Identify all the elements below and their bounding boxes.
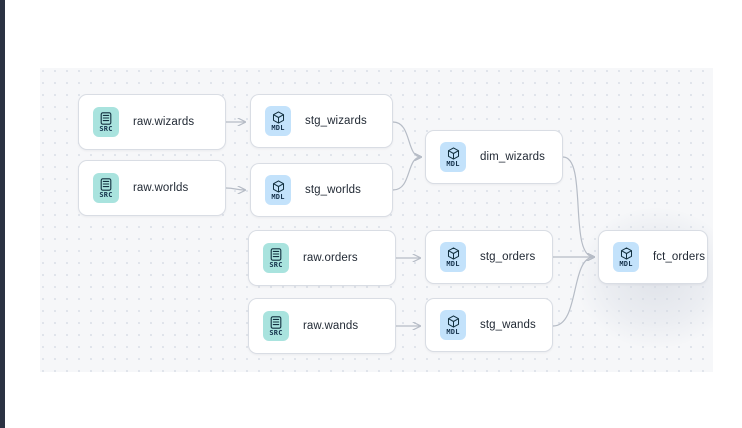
edge-stg-worlds-dim-wizards (392, 157, 421, 191)
node-label: raw.wizards (133, 116, 195, 128)
database-icon: SRC (93, 107, 119, 137)
badge-label: MDL (446, 327, 460, 336)
node-raw-worlds[interactable]: SRC raw.worlds (78, 160, 226, 216)
node-label: stg_wizards (305, 115, 367, 127)
node-stg-wizards[interactable]: MDL stg_wizards (250, 94, 393, 148)
badge-label: SRC (99, 124, 113, 133)
badge-label: MDL (271, 123, 285, 132)
node-raw-wizards[interactable]: SRC raw.wizards (78, 94, 226, 150)
node-stg-worlds[interactable]: MDL stg_worlds (250, 163, 393, 217)
left-edge-rail (0, 0, 5, 428)
node-label: stg_orders (480, 251, 536, 263)
badge-label: MDL (446, 159, 460, 168)
node-label: stg_worlds (305, 184, 361, 196)
edge-dim-wizards-fct-orders (562, 156, 594, 257)
badge-label: SRC (269, 328, 283, 337)
database-icon: SRC (93, 173, 119, 203)
badge-label: MDL (619, 259, 633, 268)
cube-icon: MDL (440, 142, 466, 172)
node-label: raw.orders (303, 252, 358, 264)
cube-icon: MDL (440, 242, 466, 272)
database-icon: SRC (263, 243, 289, 273)
cube-icon: MDL (265, 175, 291, 205)
node-stg-wands[interactable]: MDL stg_wands (425, 298, 553, 352)
node-raw-wands[interactable]: SRC raw.wands (248, 298, 396, 354)
edge-stg-wizards-dim-wizards (392, 121, 421, 157)
badge-label: SRC (99, 190, 113, 199)
node-label: raw.wands (303, 320, 359, 332)
lineage-canvas[interactable]: SRC raw.wizards SRC raw.worlds (40, 68, 713, 372)
node-label: dim_wizards (480, 151, 546, 163)
badge-label: MDL (446, 259, 460, 268)
node-label: stg_wands (480, 319, 536, 331)
database-icon: SRC (263, 311, 289, 341)
cube-icon: MDL (265, 106, 291, 136)
node-stg-orders[interactable]: MDL stg_orders (425, 230, 553, 284)
node-raw-orders[interactable]: SRC raw.orders (248, 230, 396, 286)
node-label: fct_orders (653, 251, 706, 263)
node-label: raw.worlds (133, 182, 189, 194)
node-fct-orders[interactable]: MDL fct_orders (598, 230, 708, 284)
badge-label: SRC (269, 260, 283, 269)
edge-stg-wands-fct-orders (552, 257, 594, 327)
node-dim-wizards[interactable]: MDL dim_wizards (425, 130, 563, 184)
cube-icon: MDL (613, 242, 639, 272)
edge-raw-worlds-stg-worlds (225, 188, 245, 190)
badge-label: MDL (271, 192, 285, 201)
cube-icon: MDL (440, 310, 466, 340)
